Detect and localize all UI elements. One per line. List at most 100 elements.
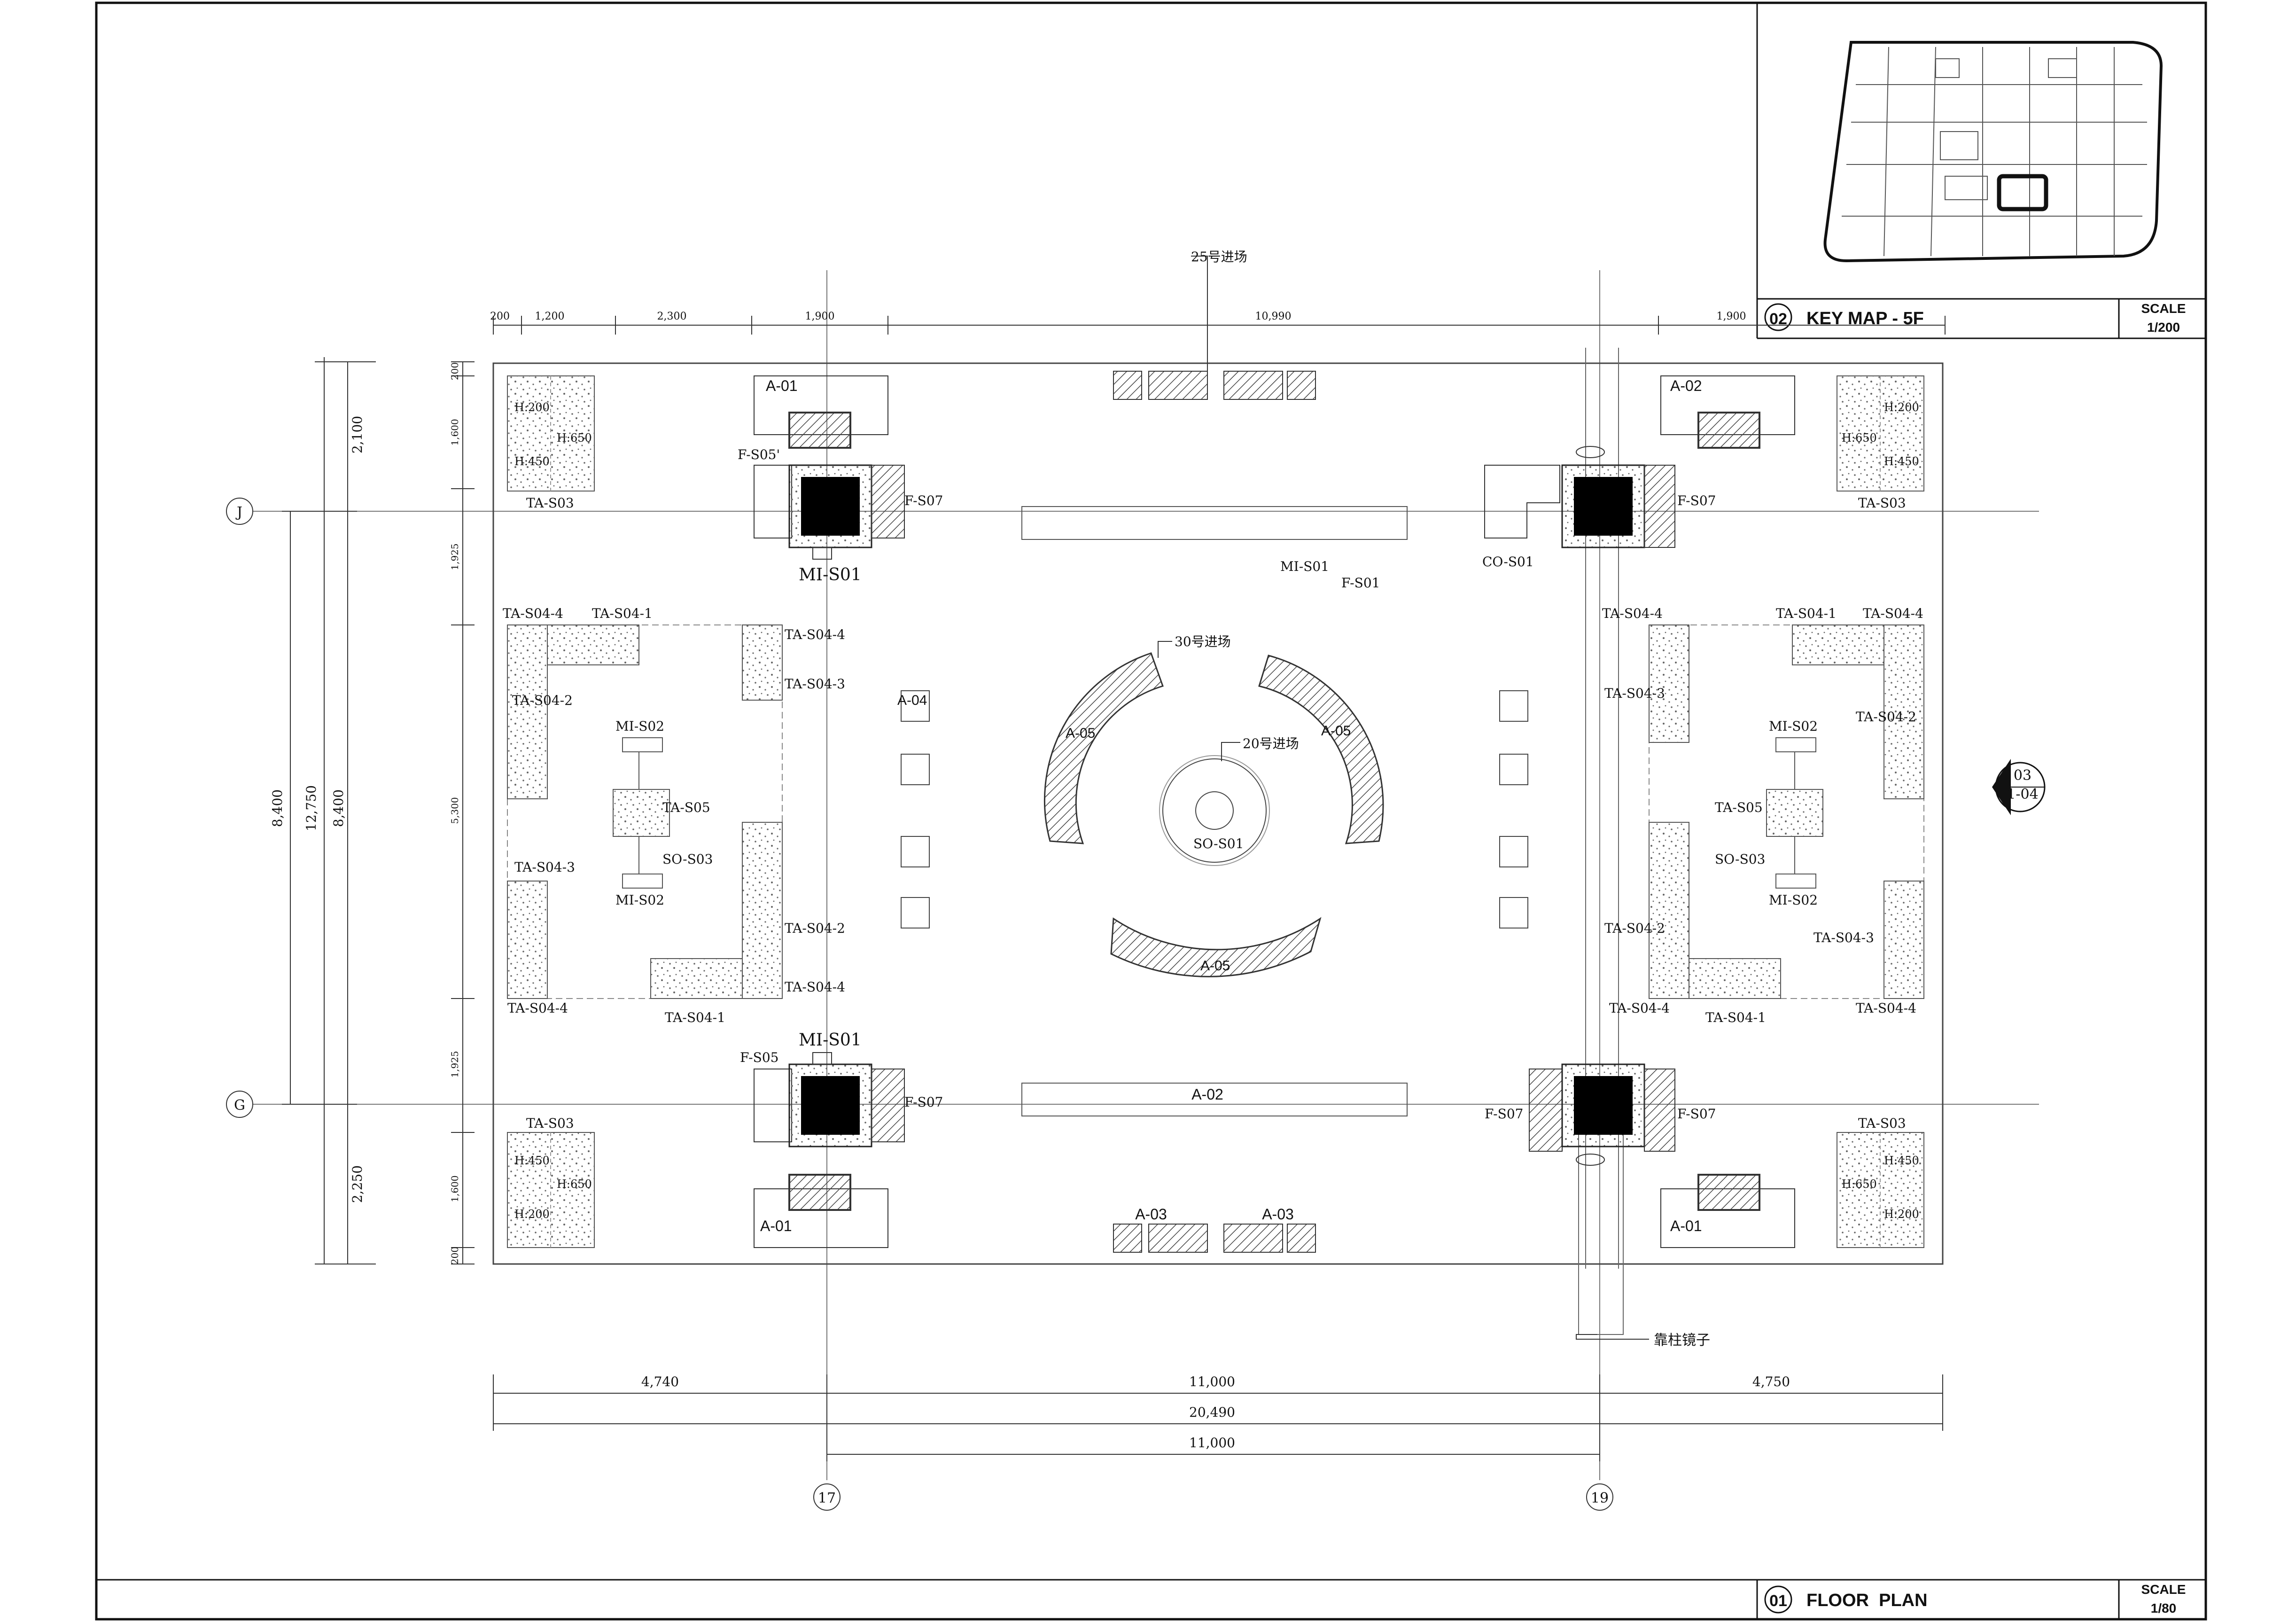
note-entry-25: 25号进场 [1191,249,1247,265]
dim-bottom-total: 20,490 [1189,1405,1235,1420]
label-a01-bottom-left: A-01 [760,1217,792,1234]
dim-left-outer: 8,400 [270,789,285,827]
label-ta-s04-2-l1: TA-S04-2 [512,693,573,708]
label-ta-s04-3-l2: TA-S04-3 [514,859,575,875]
section-marker-top: 03 [2014,767,2031,784]
label-ta-s04-4-r2: TA-S04-4 [1863,606,1923,621]
small-pedestals [901,690,1528,929]
svg-text:19: 19 [1591,1490,1609,1506]
table-island-right [1649,624,1924,999]
floor-plan-title: FLOOR PLAN [1806,1591,1928,1610]
label-ta-s04-3-r1: TA-S04-3 [1604,686,1665,701]
svg-text:17: 17 [818,1490,836,1506]
note-entry-30: 30号进场 [1175,634,1231,649]
label-f-s07-tl: F-S07 [904,493,943,508]
label-ta-s04-4-l4: TA-S04-4 [507,1000,568,1016]
grid-bubble-17: 17 [813,1483,841,1511]
dim-left-small-3: 5,300 [449,797,460,824]
floor-plan-scale-label: SCALE [2141,1582,2186,1597]
column-top-left [754,464,905,560]
dimension-lines [282,316,1946,1461]
dimension-texts: 200 1,200 2,300 1,900 10,990 1,900 4,740… [270,311,1790,1451]
label-h200-tl: H:200 [514,401,550,414]
label-ta-s04-4-r4: TA-S04-4 [1856,1000,1916,1016]
dim-left-inner-bot: 2,250 [350,1165,365,1203]
label-f-s01: F-S01 [1341,575,1380,591]
label-a03-right: A-03 [1262,1206,1294,1223]
label-ta-s03-tl: TA-S03 [526,495,574,511]
leader-lines [1158,256,1649,1340]
label-ta-s04-4-l2: TA-S04-4 [785,627,845,642]
label-h200-tr: H:200 [1884,401,1919,414]
floor-plan-title-block: 01 FLOOR PLAN SCALE 1/80 [1764,1582,2186,1615]
note-entry-20: 20号进场 [1243,736,1299,751]
label-ta-s05-r: TA-S05 [1715,800,1763,815]
floor-plan-scale-value: 1/80 [2151,1601,2177,1615]
floor-plan-number: 01 [1769,1592,1787,1610]
dim-top-1: 1,200 [535,311,565,322]
column-top-right [1484,446,1675,548]
label-a03-left: A-03 [1135,1206,1167,1223]
grid-bubble-g: G [226,1091,253,1118]
hatched-strips [1113,371,1316,1253]
label-mi-s01-top: MI-S01 [799,565,862,585]
label-f-s07-br-left: F-S07 [1485,1106,1523,1122]
dim-top-2: 2,300 [657,311,687,322]
label-ta-s04-4-l1: TA-S04-4 [503,606,563,621]
console-top [1021,506,1408,540]
display-boxes [754,375,1795,1248]
label-mi-s02-r-bot: MI-S02 [1769,892,1818,908]
label-f-s07-bl: F-S07 [904,1094,943,1110]
key-map-scale-value: 1/200 [2147,320,2180,335]
label-a02-top-right: A-02 [1670,377,1702,394]
label-so-s01: SO-S01 [1193,836,1244,851]
room-outline [492,362,1944,1265]
key-map-thumbnail [1823,41,2163,263]
label-h200-bl: H:200 [514,1208,550,1221]
dim-left-mid: 12,750 [304,785,319,831]
svg-text:J: J [235,504,242,521]
section-marker: 03 1-04 [1992,759,2046,815]
label-a02-console: A-02 [1191,1086,1223,1103]
dim-bottom-2: 4,750 [1752,1374,1790,1389]
central-round [1159,755,1270,866]
dim-bottom-0: 4,740 [641,1374,679,1389]
label-f-s07-tr: F-S07 [1677,493,1716,508]
label-mi-s02-l-bot: MI-S02 [615,892,664,908]
dim-top-3: 1,900 [805,311,835,322]
sheet-frame [95,1,2207,1621]
table-island-left [507,624,783,999]
label-ta-s03-bl: TA-S03 [526,1116,574,1131]
dim-left-small-4: 1,925 [449,1051,460,1077]
label-ta-s04-1-r2: TA-S04-1 [1705,1010,1766,1025]
label-ta-s04-3-r2: TA-S04-3 [1813,930,1874,945]
dim-left-inner-mid: 8,400 [331,789,346,827]
annotations: 25号进场 30号进场 20号进场 靠柱镜子 A-01 A-02 A-01 A-… [503,249,1923,1349]
svg-text:G: G [234,1097,245,1114]
label-ta-s03-br: TA-S03 [1858,1116,1906,1131]
label-a04: A-04 [897,693,927,708]
key-map-title-block: 02 KEY MAP - 5F SCALE 1/200 [1764,301,2186,335]
label-mi-s01-center: MI-S01 [1280,559,1329,574]
console-bottom [1021,1083,1408,1116]
key-map-number-circle [1764,303,1792,331]
floor-plan-number-circle [1764,1585,1792,1614]
label-f-s07-br-right: F-S07 [1677,1106,1716,1122]
dim-bottom-1: 11,000 [1189,1374,1235,1389]
label-ta-s04-2-r2: TA-S04-2 [1604,921,1665,936]
label-ta-s04-2-r1: TA-S04-2 [1856,709,1916,725]
label-f-s05-prime: F-S05' [738,447,780,462]
label-ta-s04-3-l1: TA-S04-3 [785,676,845,692]
label-mi-s01-bottom: MI-S01 [799,1030,862,1050]
dim-left-small-5: 1,600 [449,1175,460,1202]
note-mirror: 靠柱镜子 [1654,1332,1710,1349]
label-a01-top-left: A-01 [766,377,798,394]
section-marker-bottom: 1-04 [2007,786,2038,803]
label-ta-s04-2-l2: TA-S04-2 [785,921,845,936]
curved-benches [1043,652,1384,977]
label-h450-tr: H:450 [1884,455,1919,468]
label-ta-s04-1-l1: TA-S04-1 [592,606,653,621]
label-so-s03-r: SO-S03 [1715,851,1765,867]
label-a05-left: A-05 [1066,726,1095,741]
